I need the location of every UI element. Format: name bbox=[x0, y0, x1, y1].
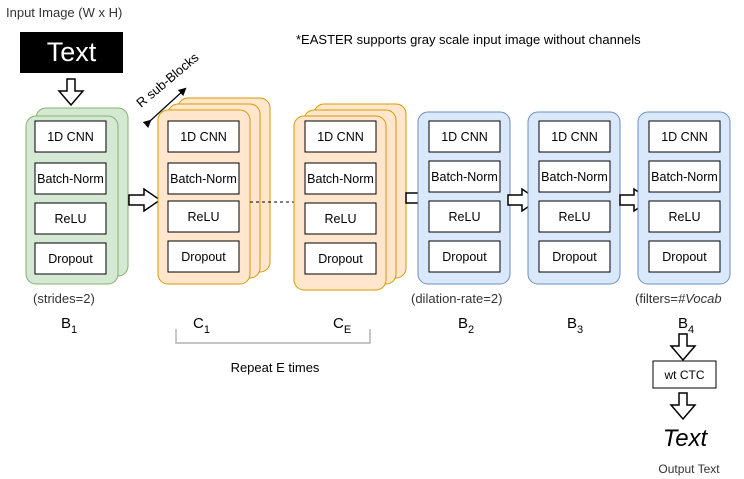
input-text: Text bbox=[47, 37, 97, 67]
input-image-box: Text bbox=[20, 32, 123, 73]
layer-batch-norm: Batch-Norm bbox=[167, 162, 240, 195]
svg-text:ReLU: ReLU bbox=[325, 212, 357, 226]
ctc-box: wt CTC bbox=[652, 360, 717, 389]
svg-text:ReLU: ReLU bbox=[559, 210, 591, 224]
svg-text:ReLU: ReLU bbox=[669, 210, 701, 224]
layer-1d-cnn: 1D CNN bbox=[648, 120, 721, 153]
svg-text:ReLU: ReLU bbox=[449, 210, 481, 224]
layer-1d-cnn: 1D CNN bbox=[34, 120, 107, 153]
output-text: Text bbox=[663, 425, 709, 452]
layer-1d-cnn: 1D CNN bbox=[167, 120, 240, 153]
layer-relu: ReLU bbox=[648, 200, 721, 233]
svg-text:ReLU: ReLU bbox=[188, 210, 220, 224]
svg-text:1D CNN: 1D CNN bbox=[551, 130, 598, 144]
ctc-label: wt CTC bbox=[664, 368, 705, 382]
layer-dropout: Dropout bbox=[538, 240, 611, 273]
layer-dropout: Dropout bbox=[648, 240, 721, 273]
svg-text:Dropout: Dropout bbox=[48, 252, 93, 266]
svg-text:Batch-Norm: Batch-Norm bbox=[651, 170, 718, 184]
arrow-ctc-to-output bbox=[669, 392, 697, 421]
svg-text:Batch-Norm: Batch-Norm bbox=[307, 172, 374, 186]
svg-text:1D CNN: 1D CNN bbox=[47, 130, 94, 144]
svg-text:Dropout: Dropout bbox=[552, 250, 597, 264]
b3-label: B3 bbox=[567, 315, 583, 336]
svg-text:Dropout: Dropout bbox=[442, 250, 487, 264]
svg-text:1D CNN: 1D CNN bbox=[180, 130, 227, 144]
svg-text:Batch-Norm: Batch-Norm bbox=[170, 172, 237, 186]
layer-dropout: Dropout bbox=[304, 242, 377, 275]
block-b4: 1D CNN Batch-Norm ReLU Dropout bbox=[637, 111, 731, 285]
layer-1d-cnn: 1D CNN bbox=[304, 120, 377, 153]
b4-label: B4 bbox=[678, 315, 694, 336]
layer-relu: ReLU bbox=[428, 200, 501, 233]
layer-1d-cnn: 1D CNN bbox=[538, 120, 611, 153]
repeat-label: Repeat E times bbox=[231, 360, 320, 375]
layer-relu: ReLU bbox=[34, 202, 107, 235]
svg-text:ReLU: ReLU bbox=[55, 212, 87, 226]
svg-text:1D CNN: 1D CNN bbox=[317, 130, 364, 144]
ce-label: CE bbox=[333, 315, 351, 336]
layer-relu: ReLU bbox=[538, 200, 611, 233]
layer-1d-cnn: 1D CNN bbox=[428, 120, 501, 153]
b1-label: B1 bbox=[61, 315, 77, 336]
output-label: Output Text bbox=[658, 462, 720, 476]
layer-dropout: Dropout bbox=[34, 242, 107, 275]
c1-label: C1 bbox=[193, 315, 210, 336]
arrow-b4-to-ctc bbox=[669, 333, 697, 362]
block-c1: 1D CNN Batch-Norm ReLU Dropout bbox=[157, 97, 271, 285]
svg-text:Batch-Norm: Batch-Norm bbox=[431, 170, 498, 184]
svg-text:Batch-Norm: Batch-Norm bbox=[541, 170, 608, 184]
layer-relu: ReLU bbox=[304, 202, 377, 235]
svg-text:1D CNN: 1D CNN bbox=[441, 130, 488, 144]
b2-label: B2 bbox=[458, 315, 474, 336]
svg-text:Dropout: Dropout bbox=[318, 252, 363, 266]
layer-relu: ReLU bbox=[167, 200, 240, 233]
svg-text:Dropout: Dropout bbox=[662, 250, 707, 264]
layer-dropout: Dropout bbox=[167, 240, 240, 273]
block-b2: 1D CNN Batch-Norm ReLU Dropout bbox=[417, 111, 511, 285]
svg-text:Batch-Norm: Batch-Norm bbox=[37, 172, 104, 186]
layer-dropout: Dropout bbox=[428, 240, 501, 273]
b2-caption: (dilation-rate=2) bbox=[411, 291, 502, 306]
layer-batch-norm: Batch-Norm bbox=[648, 160, 721, 193]
arrow-b1-to-c1 bbox=[128, 187, 162, 213]
block-ce: 1D CNN Batch-Norm ReLU Dropout bbox=[293, 103, 407, 291]
layer-batch-norm: Batch-Norm bbox=[538, 160, 611, 193]
layer-batch-norm: Batch-Norm bbox=[304, 162, 377, 195]
input-image-label: Input Image (W x H) bbox=[6, 5, 122, 20]
b1-caption: (strides=2) bbox=[33, 291, 95, 306]
repeat-bracket bbox=[175, 329, 371, 344]
block-b3: 1D CNN Batch-Norm ReLU Dropout bbox=[527, 111, 621, 285]
grayscale-note: *EASTER supports gray scale input image … bbox=[296, 32, 641, 47]
block-b1: 1D CNN Batch-Norm ReLU Dropout bbox=[25, 107, 129, 285]
b4-caption: (filters=#Vocab bbox=[635, 291, 722, 306]
arrow-input-to-b1 bbox=[57, 78, 85, 107]
layer-batch-norm: Batch-Norm bbox=[428, 160, 501, 193]
svg-text:Dropout: Dropout bbox=[181, 250, 226, 264]
svg-text:1D CNN: 1D CNN bbox=[661, 130, 708, 144]
layer-batch-norm: Batch-Norm bbox=[34, 162, 107, 195]
